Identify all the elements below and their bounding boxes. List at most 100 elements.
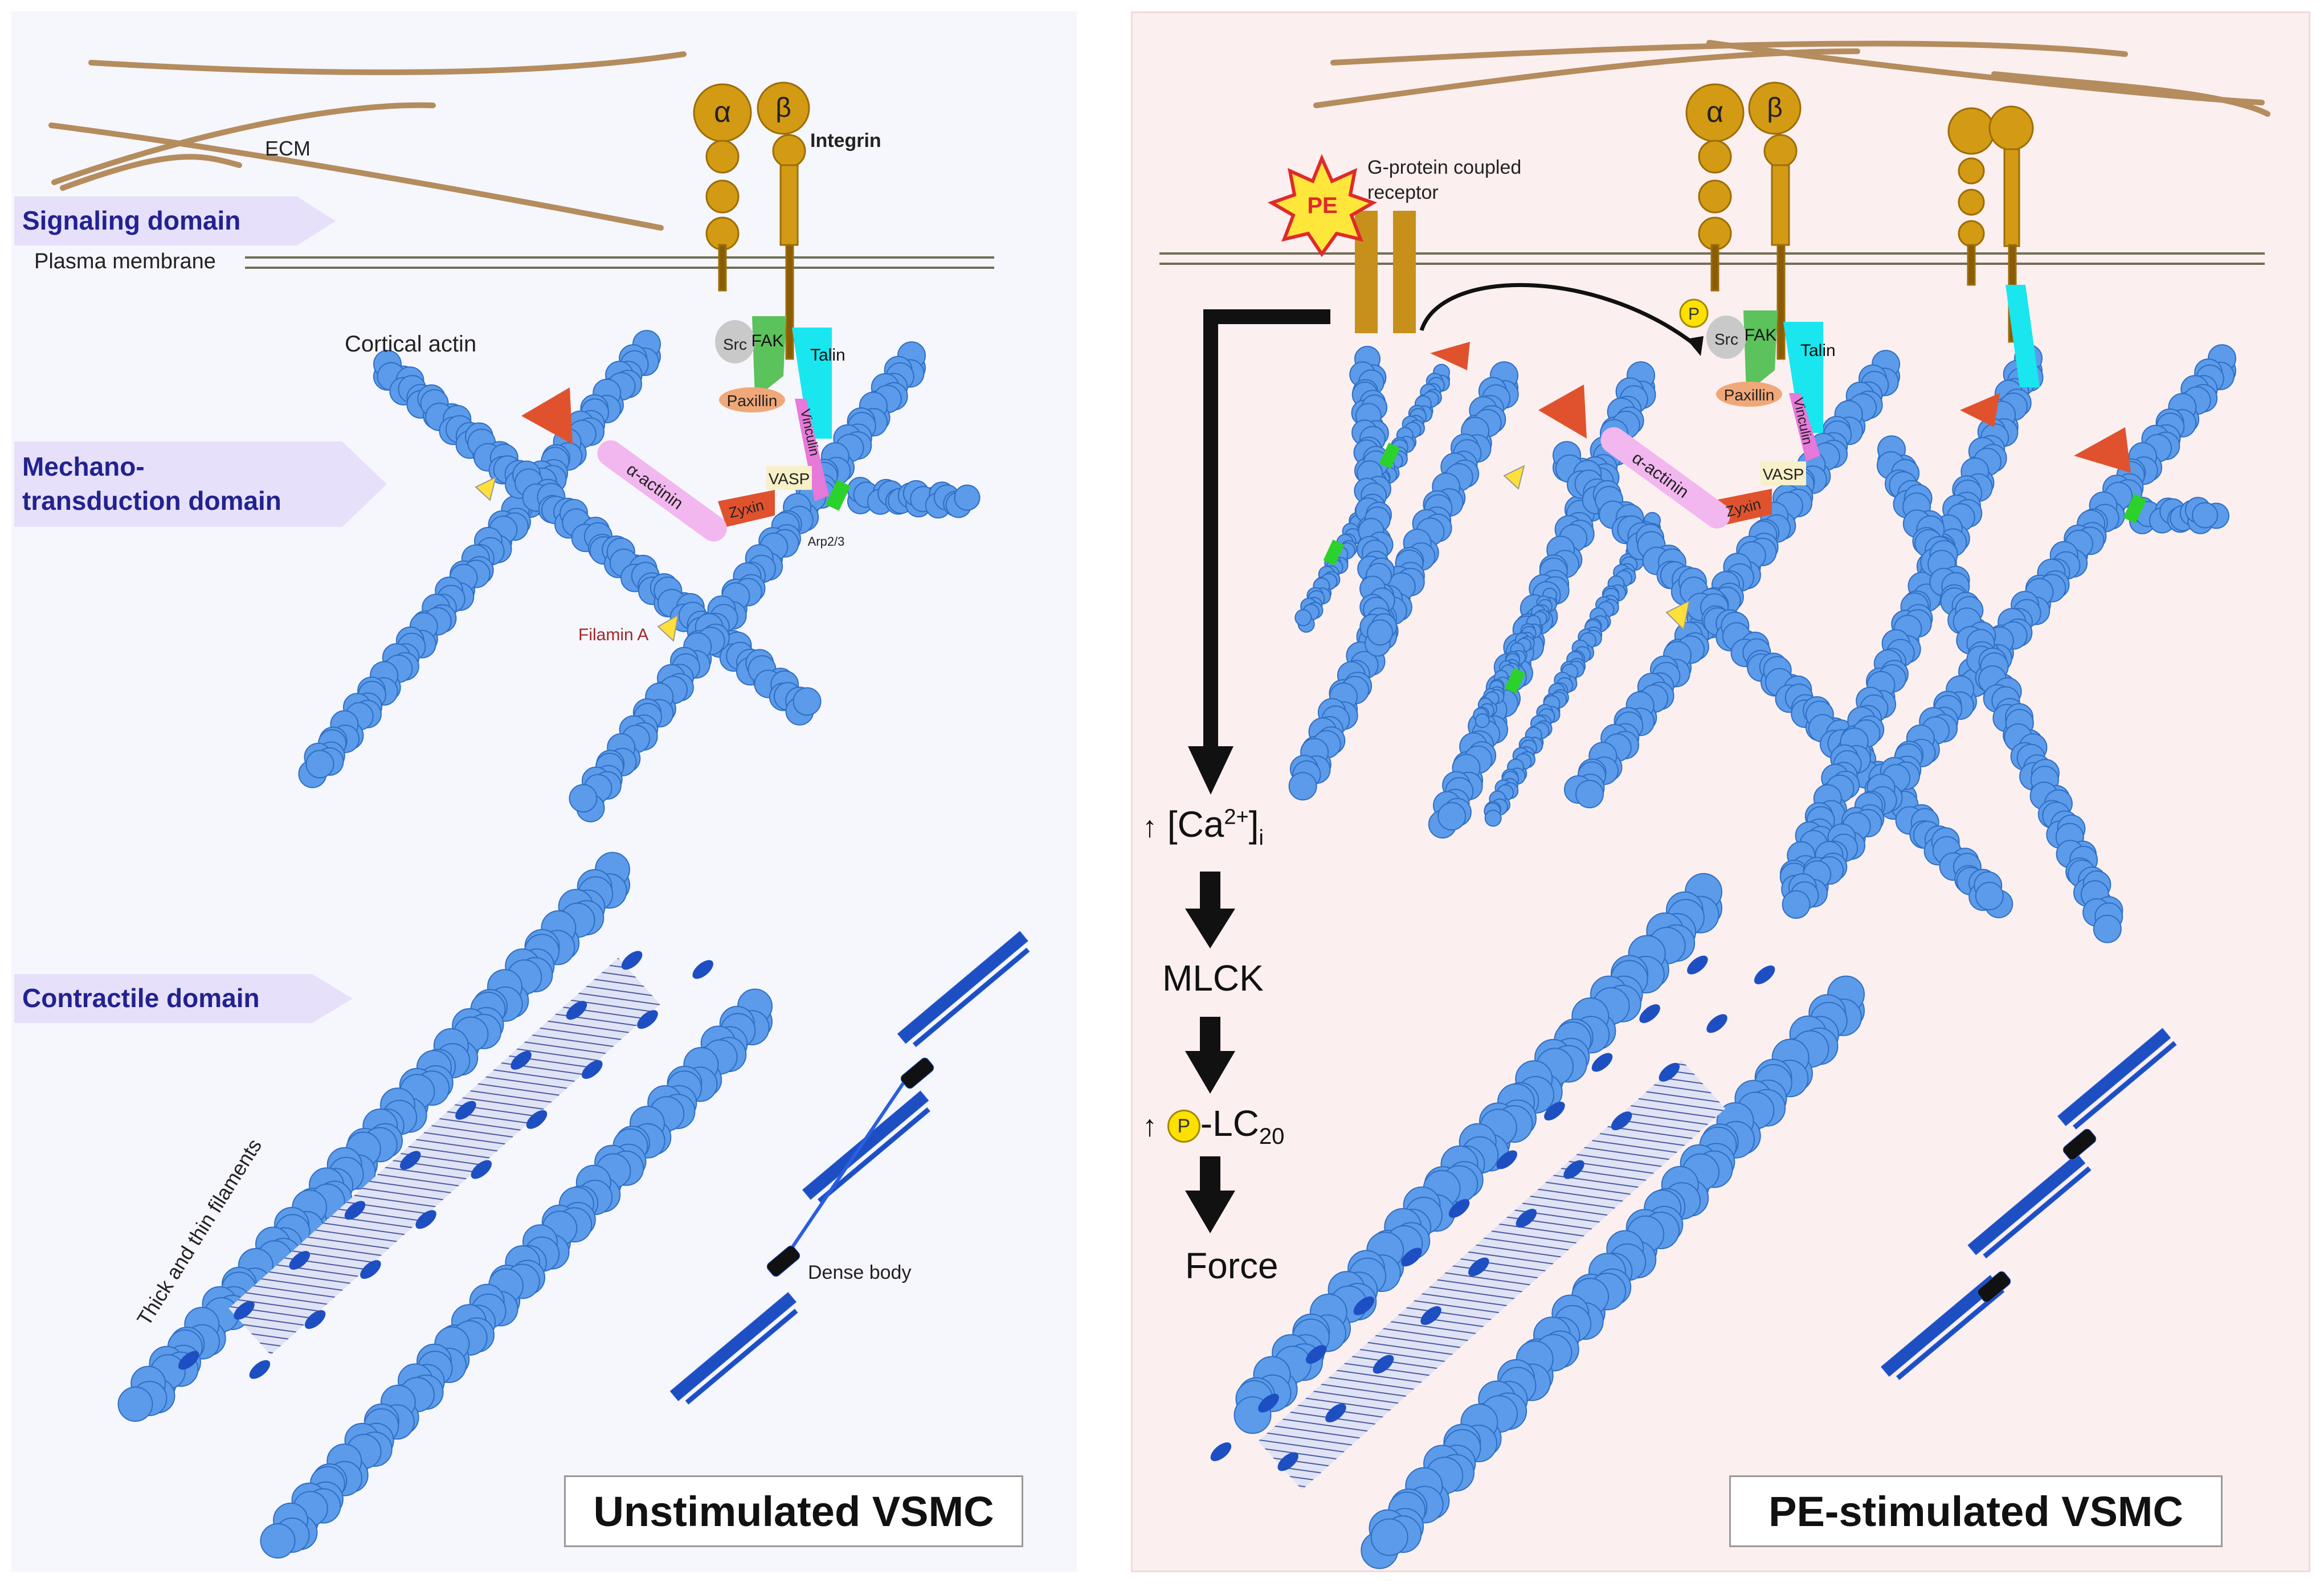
myosin-head bbox=[1353, 1296, 1375, 1315]
myosin-head bbox=[1544, 1102, 1565, 1120]
pathway-arrows bbox=[1185, 872, 1235, 1233]
thin-filament bbox=[117, 852, 630, 1422]
myosin-head bbox=[1516, 1209, 1537, 1228]
actin-filament bbox=[1553, 441, 2013, 918]
myosin-head bbox=[1258, 1393, 1279, 1413]
plasma-membrane-label: Plasma membrane bbox=[34, 249, 216, 274]
vasp-label: VASP bbox=[769, 470, 810, 488]
thin-filament bbox=[1361, 975, 1865, 1569]
fak-label-right: FAK bbox=[1745, 326, 1777, 345]
myosin-head bbox=[304, 1310, 326, 1329]
alpha-actinin-shape bbox=[597, 440, 727, 542]
myosin-head bbox=[1448, 1199, 1470, 1218]
integrin-right: α β bbox=[1685, 81, 1802, 360]
myosin-head bbox=[510, 1050, 532, 1070]
myosin-head bbox=[415, 1210, 436, 1229]
unstimulated-title: Unstimulated VSMC bbox=[564, 1475, 1023, 1547]
filamin-a-shape bbox=[657, 614, 679, 642]
dense-body-2 bbox=[766, 1245, 800, 1277]
myosin-head bbox=[1401, 1247, 1422, 1267]
myosin-head bbox=[344, 1201, 366, 1220]
arp-shape bbox=[825, 480, 851, 511]
calcium-label: ↑ [Ca2+]i bbox=[1142, 803, 1264, 850]
myosin-head bbox=[249, 1360, 271, 1379]
myosin-head bbox=[1277, 1452, 1298, 1471]
myosin-head bbox=[471, 1160, 492, 1179]
plasma-membrane-left bbox=[245, 256, 994, 269]
fak-label: FAK bbox=[751, 332, 784, 350]
myosin-head bbox=[1687, 955, 1708, 975]
myosin-head bbox=[1305, 1345, 1327, 1364]
thick-filament-right bbox=[1258, 1060, 1726, 1490]
myosin-heads bbox=[178, 951, 1775, 1471]
contractile-domain-tag: Contractile domain bbox=[14, 974, 353, 1023]
actin-filament bbox=[1349, 346, 1398, 657]
myosin-head bbox=[1639, 1004, 1660, 1023]
thin-filament bbox=[260, 988, 773, 1559]
myosin-head bbox=[1611, 1111, 1632, 1131]
focal-adhesion-right: Src FAK Talin Paxillin Vinculin VASP Zyx… bbox=[1323, 285, 2147, 694]
actin-filament bbox=[1876, 435, 2123, 943]
fak-shape bbox=[752, 316, 786, 399]
src-label: Src bbox=[723, 336, 747, 353]
lc20-up-arrow: ↑ bbox=[1142, 1110, 1157, 1143]
myosin-head bbox=[360, 1260, 381, 1279]
myosin-head bbox=[1325, 1404, 1346, 1422]
calcium-text: [Ca bbox=[1167, 804, 1224, 845]
myosin-head bbox=[178, 1351, 199, 1370]
vasp-shape bbox=[766, 466, 812, 490]
integrin-beta-label-right: β bbox=[1767, 93, 1783, 123]
signaling-domain-label: Signaling domain bbox=[22, 206, 241, 236]
lc20-text: -LC bbox=[1200, 1103, 1259, 1144]
gpcr: PE bbox=[1188, 154, 1704, 795]
filamin-a-label: Filamin A bbox=[578, 625, 649, 644]
dense-body-label: Dense body bbox=[808, 1262, 912, 1283]
myosin-head bbox=[1373, 1355, 1394, 1374]
actin-filament bbox=[1484, 512, 1661, 827]
myosin-head bbox=[1468, 1257, 1489, 1277]
filamin-shape bbox=[475, 476, 497, 501]
myosin-head bbox=[1754, 965, 1775, 984]
actin-filament bbox=[569, 341, 926, 823]
myosin-head bbox=[455, 1101, 476, 1120]
paxillin-label-right: Paxillin bbox=[1724, 386, 1775, 404]
src-label-right: Src bbox=[1714, 330, 1738, 348]
integrin-alpha-label: α bbox=[714, 96, 731, 129]
mechano-domain-tag: Mechano-transduction domain bbox=[14, 441, 387, 527]
pe-ligand-star bbox=[1267, 154, 1378, 257]
myosin-head bbox=[637, 1010, 658, 1029]
myosin-head bbox=[1210, 1442, 1232, 1462]
ecm-fibers-right bbox=[1313, 40, 2270, 117]
dense-body-filaments-right bbox=[1880, 1028, 2177, 1380]
p-badge-fak bbox=[1679, 298, 1709, 328]
myosin-head bbox=[692, 960, 713, 979]
arp-label: Arp2/3 bbox=[808, 534, 845, 549]
integrin-left: α β bbox=[693, 81, 810, 360]
talin-label: Talin bbox=[810, 346, 846, 365]
myosin-head bbox=[566, 1001, 587, 1020]
myosin-head bbox=[1420, 1306, 1441, 1325]
lc20-p-badge: P bbox=[1167, 1110, 1200, 1143]
myosin-head bbox=[526, 1110, 548, 1129]
calcium-sub: i bbox=[1259, 825, 1264, 850]
integrin-beta-label: β bbox=[775, 93, 791, 123]
myosin-head bbox=[1591, 1053, 1613, 1072]
ecm-label: ECM bbox=[265, 137, 311, 160]
myosin-head bbox=[1659, 1062, 1680, 1082]
pe-label: PE bbox=[1307, 193, 1337, 218]
dense-body-filaments-left bbox=[669, 931, 1030, 1405]
calcium-up-arrow: ↑ bbox=[1142, 811, 1157, 844]
thin-filament bbox=[1234, 873, 1722, 1434]
integrin-alpha-subunit bbox=[693, 83, 752, 292]
dense-body-1 bbox=[900, 1057, 934, 1089]
myosin-head bbox=[621, 951, 643, 970]
actin-filament bbox=[1473, 587, 1557, 729]
lc20-sub: 20 bbox=[1259, 1123, 1285, 1149]
gpcr-to-fak-arrow bbox=[1419, 283, 1697, 346]
src-shape bbox=[715, 320, 755, 363]
myosin-head bbox=[1496, 1150, 1517, 1169]
talin-shape bbox=[792, 328, 832, 439]
gpcr-label: G-protein coupled receptor bbox=[1367, 155, 1550, 205]
focal-adhesion-left: Src FAK Talin Paxillin Vinculin VASP Zyx… bbox=[475, 316, 851, 642]
